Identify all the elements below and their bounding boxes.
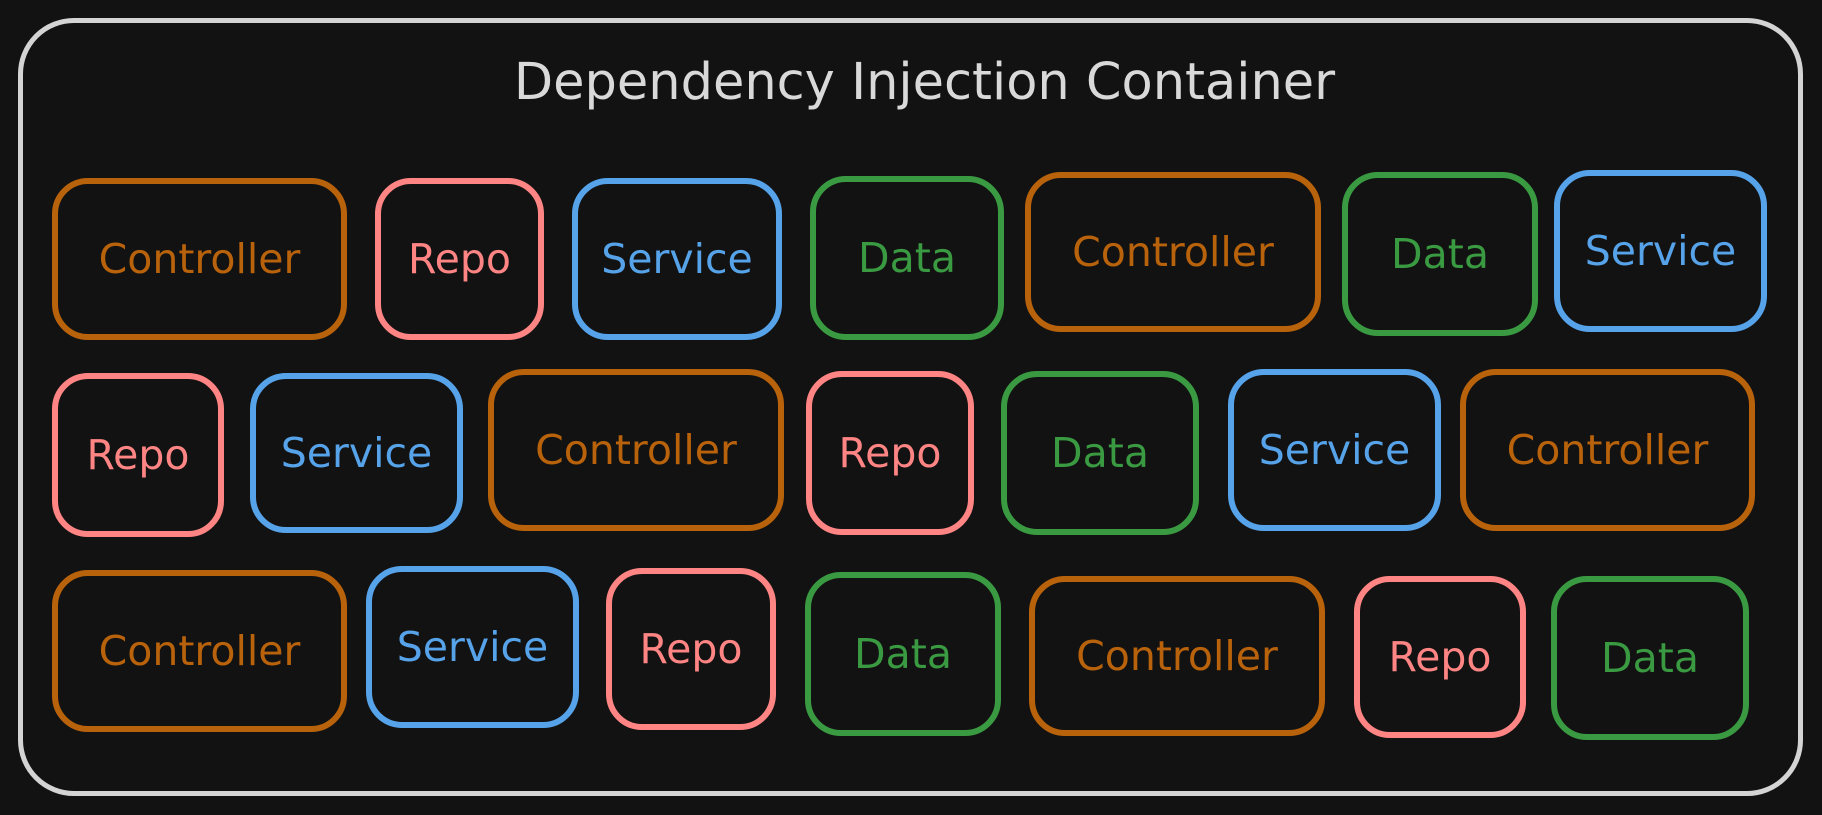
component-box: Service [250,373,463,533]
component-box: Repo [375,178,544,340]
component-box: Controller [1460,369,1755,531]
component-label: Repo [838,429,942,477]
component-label: Service [396,623,549,671]
component-box: Controller [52,570,347,732]
component-box: Controller [488,369,784,531]
component-label: Service [1584,227,1737,275]
di-container-frame [18,18,1803,796]
component-label: Controller [98,627,301,675]
component-box: Data [1551,576,1749,740]
component-label: Data [1391,230,1489,278]
component-label: Repo [639,625,743,673]
component-box: Service [366,566,579,728]
component-label: Data [1051,429,1149,477]
component-box: Repo [1354,576,1526,738]
component-label: Controller [1076,632,1278,680]
component-box: Data [810,176,1004,340]
component-label: Repo [408,235,511,283]
component-box: Data [1001,371,1199,535]
component-label: Repo [1388,633,1492,681]
component-label: Repo [86,431,190,479]
component-box: Data [1342,172,1538,336]
component-box: Controller [52,178,347,340]
component-box: Service [572,178,782,340]
component-box: Service [1228,369,1441,531]
component-label: Controller [535,426,737,474]
component-label: Service [601,235,753,283]
component-label: Data [854,630,952,678]
component-label: Controller [1506,426,1709,474]
component-box: Repo [806,371,974,535]
component-label: Data [1601,634,1699,682]
component-box: Repo [52,373,224,537]
component-label: Service [1258,426,1411,474]
component-box: Controller [1025,172,1321,332]
component-label: Service [280,429,433,477]
component-label: Controller [1072,228,1274,276]
component-label: Controller [98,235,301,283]
diagram-title: Dependency Injection Container [513,53,1336,112]
component-label: Data [858,234,956,282]
component-box: Service [1554,170,1767,332]
component-box: Data [805,572,1001,736]
component-box: Repo [606,568,776,730]
component-box: Controller [1029,576,1325,736]
